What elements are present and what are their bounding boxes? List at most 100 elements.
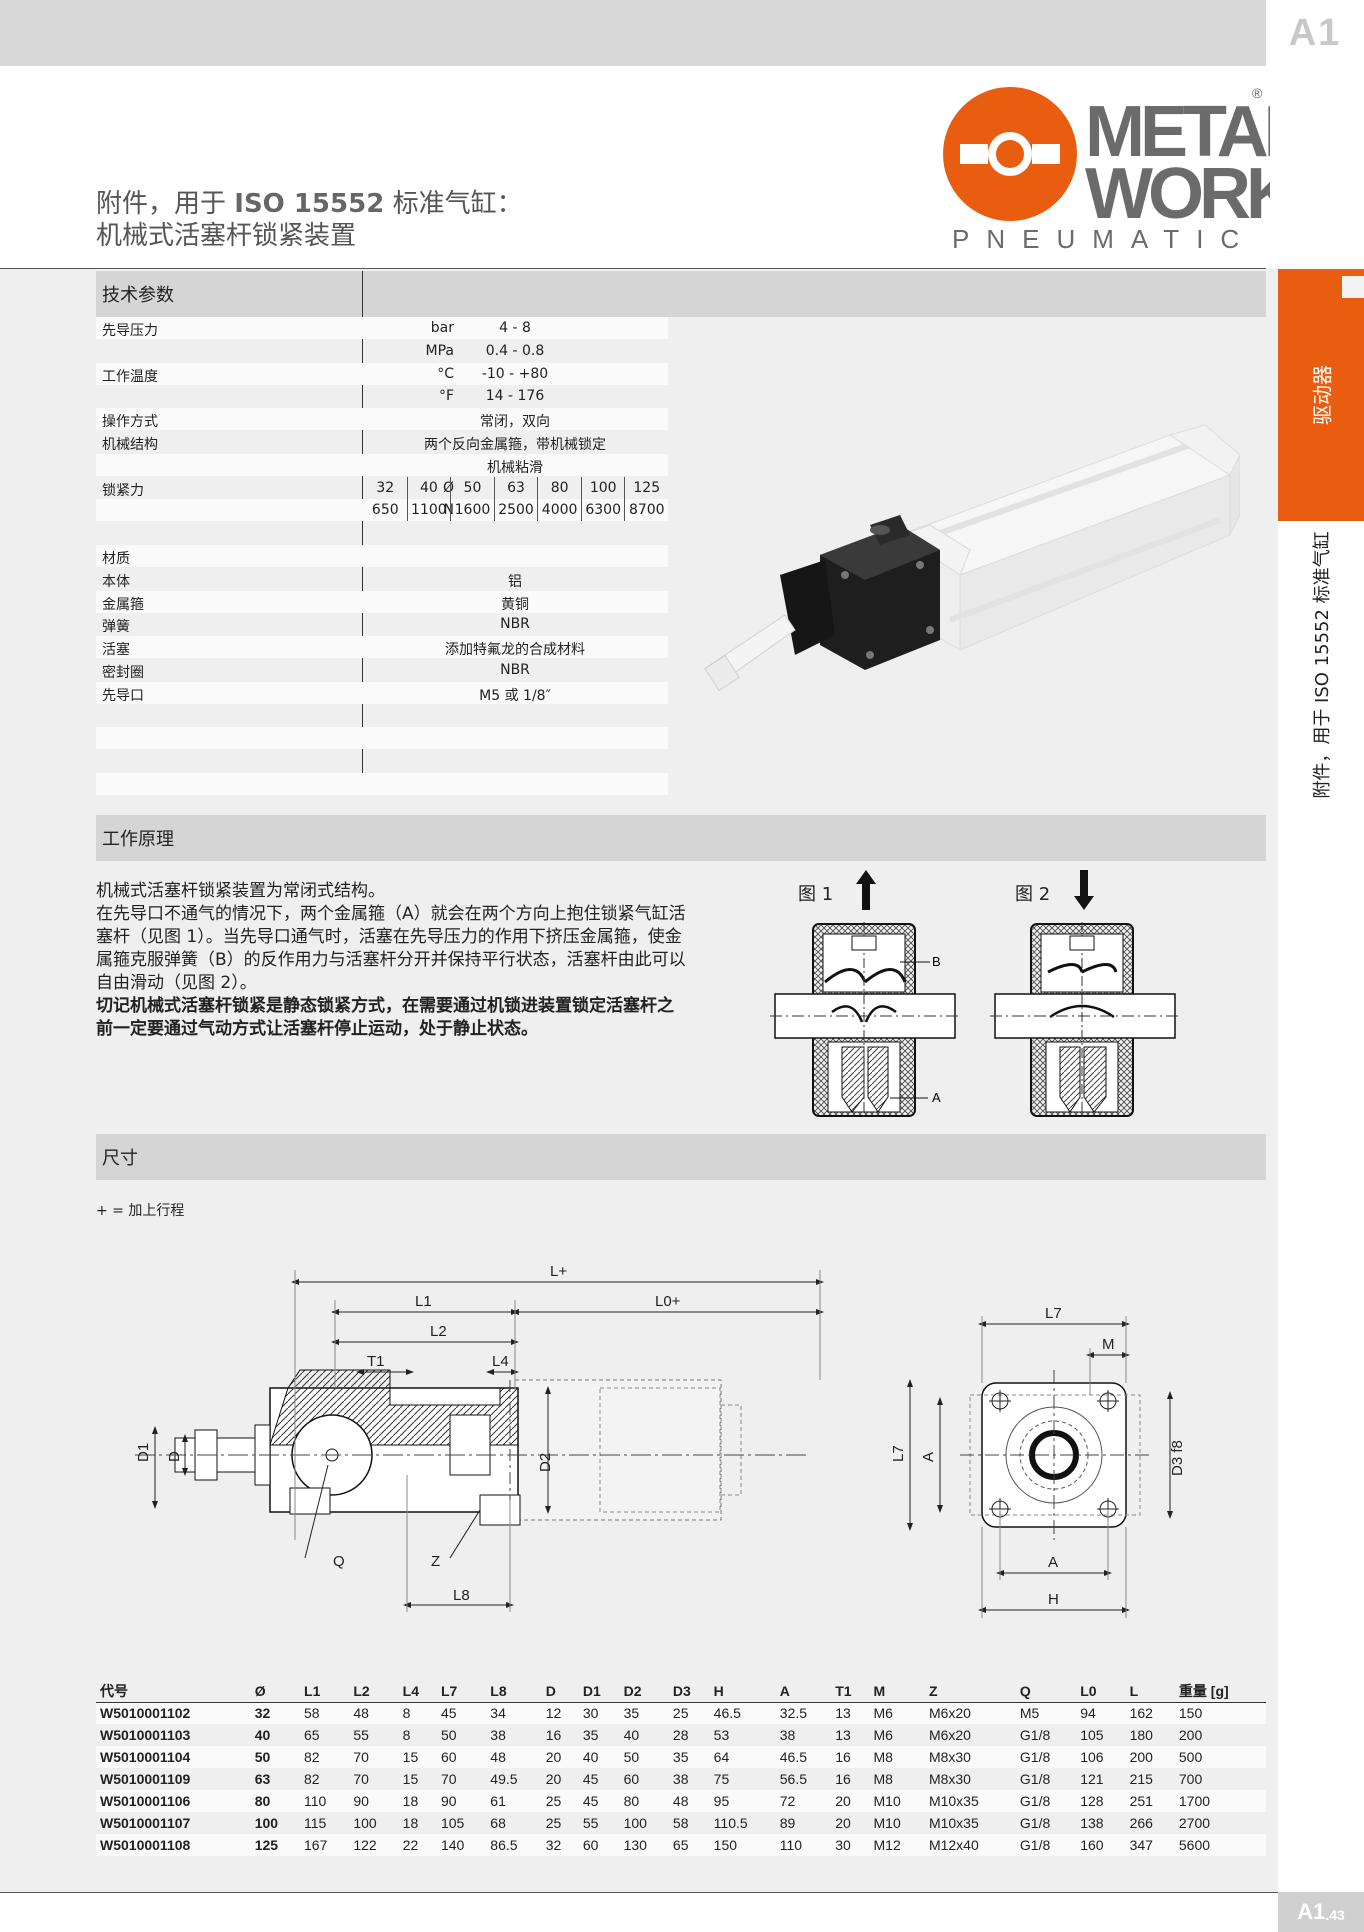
dimension-cell: M10	[873, 1815, 901, 1831]
dimension-header-cell: D	[541, 1680, 579, 1703]
dimension-cell: 35	[668, 1746, 710, 1768]
spec-value: 14 - 176	[485, 388, 545, 405]
force-cell: 1100	[406, 499, 451, 522]
spec-row: 工作温度 °C -10 - +80	[96, 362, 668, 385]
dimension-cell: 48	[668, 1790, 710, 1812]
dimension-cell: 16	[835, 1771, 851, 1787]
dimension-header-cell: H	[709, 1680, 776, 1703]
side-category-label: 驱动器	[1310, 365, 1335, 425]
force-cell: 650	[371, 502, 399, 519]
dimension-cell: 75	[713, 1771, 730, 1787]
label-l0-plus: L0+	[655, 1293, 681, 1310]
dimension-cell: M6x20	[924, 1702, 1016, 1724]
dimension-cell: 8	[398, 1702, 437, 1724]
dimension-cell: 30	[578, 1702, 620, 1724]
dimension-cell: 121	[1080, 1771, 1104, 1787]
dimension-cell: M8x30	[928, 1771, 971, 1787]
section-code: A1	[1288, 11, 1342, 54]
dimension-header-cell: L8	[486, 1680, 542, 1703]
dimension-cell: M10x35	[924, 1790, 1016, 1812]
dimension-cell: 90	[436, 1790, 487, 1812]
spec-value: 机械粘滑	[487, 459, 543, 476]
dimension-cell: 130	[619, 1834, 669, 1856]
label-a-bottom: A	[1048, 1554, 1058, 1571]
spec-value: -10 - +80	[481, 365, 549, 382]
dimension-header-cell: Ø	[250, 1680, 301, 1703]
dimension-cell: 122	[349, 1834, 399, 1856]
dimension-cell: 70	[440, 1771, 457, 1787]
dimension-cell: 38	[779, 1727, 796, 1743]
force-cell: 1600	[450, 499, 494, 522]
force-cell: 6300	[580, 499, 625, 522]
dimension-cell: 20	[541, 1746, 579, 1768]
top-band	[0, 0, 1266, 66]
dimension-header-cell: L4	[398, 1680, 437, 1703]
dimension-cell: 5600	[1174, 1834, 1266, 1856]
side-dimension-lines	[152, 1270, 824, 1612]
title-line-1: 附件，用于 ISO 15552 标准气缸：	[96, 188, 523, 220]
dimension-cell: 150	[1174, 1702, 1266, 1724]
dimension-cell: 40	[623, 1727, 640, 1743]
dimension-header-cell: L	[1125, 1680, 1175, 1703]
stroke-note: + = 加上行程	[96, 1203, 185, 1219]
product-code-cell: W5010001107	[100, 1815, 191, 1831]
front-dimension-lines	[907, 1316, 1173, 1618]
dimension-header-cell: Z	[924, 1680, 1016, 1703]
dimension-cell: 49.5	[490, 1771, 518, 1787]
dimension-cell: 167	[300, 1834, 350, 1856]
label-l2: L2	[430, 1323, 447, 1340]
spec-row: 机械结构两个反向金属箍，带机械锁定	[96, 431, 668, 453]
dimension-cell: 18	[402, 1815, 419, 1831]
dimension-cell: 38	[672, 1771, 689, 1787]
dimension-cell: 16	[545, 1727, 562, 1743]
dimensions-heading: 尺寸	[96, 1134, 1266, 1180]
principle-heading: 工作原理	[96, 815, 1266, 861]
side-dimension-labels: L+ L1 L0+ L2 T1 L4 D1 D D2 Q Z L8	[135, 1263, 681, 1604]
dimension-cell: 65	[304, 1727, 320, 1743]
dimension-cell: 25	[545, 1815, 562, 1831]
dimension-cell: 48	[349, 1702, 399, 1724]
force-cell: 8700	[624, 499, 668, 522]
dimension-cell: 61	[486, 1790, 542, 1812]
material-label: 先导口	[102, 687, 144, 704]
label-z: Z	[431, 1553, 440, 1570]
label-l-plus: L+	[550, 1263, 567, 1280]
label-d3-f8: D3 f8	[1169, 1440, 1186, 1476]
dimension-header-cell: D2	[619, 1680, 669, 1703]
spec-row-blank	[96, 727, 668, 750]
dimension-cell: 40	[254, 1727, 271, 1743]
dimension-cell: 110.5	[713, 1815, 748, 1831]
dimension-header-cell: Q	[1015, 1680, 1077, 1703]
front-dimension-labels: L7 M L7 A D3 f8 A H	[890, 1305, 1186, 1608]
title-line-2: 机械式活塞杆锁紧装置	[96, 221, 357, 251]
dimension-cell: 82	[304, 1771, 320, 1787]
spec-label: 工作温度	[102, 368, 158, 385]
dimension-cell: 35	[582, 1727, 599, 1743]
dimension-cell: 100	[353, 1815, 377, 1831]
dimension-cell: 110	[775, 1834, 832, 1856]
spec-value: 常闭，双向	[480, 414, 550, 431]
product-image	[704, 424, 1240, 692]
front-view-drawing	[960, 1370, 1150, 1540]
dimension-header-cell: M	[869, 1680, 925, 1703]
dimension-header-cell: D3	[668, 1680, 710, 1703]
spec-unit: N	[443, 502, 454, 519]
material-value: NBR	[500, 616, 530, 633]
logo-circle-icon	[943, 87, 1077, 221]
dimension-cell: 215	[1129, 1771, 1153, 1787]
spec-unit: Ø	[442, 479, 454, 496]
dimension-cell: 106	[1076, 1746, 1126, 1768]
spec-unit: °C	[437, 365, 454, 382]
spec-label: 锁紧力	[102, 482, 144, 499]
dimension-cell: 110	[300, 1790, 350, 1812]
principle-figures: B A	[770, 870, 1180, 1120]
bore-cell: 50	[450, 476, 494, 499]
bore-cell: 125	[624, 476, 668, 499]
label-d: D	[166, 1451, 183, 1462]
specs-heading: 技术参数	[96, 271, 1266, 317]
arrow-down-icon	[1074, 870, 1094, 910]
principle-text: 机械式活塞杆锁紧装置为常闭式结构。 在先导口不通气的情况下，两个金属箍（A）就会…	[96, 880, 686, 1041]
